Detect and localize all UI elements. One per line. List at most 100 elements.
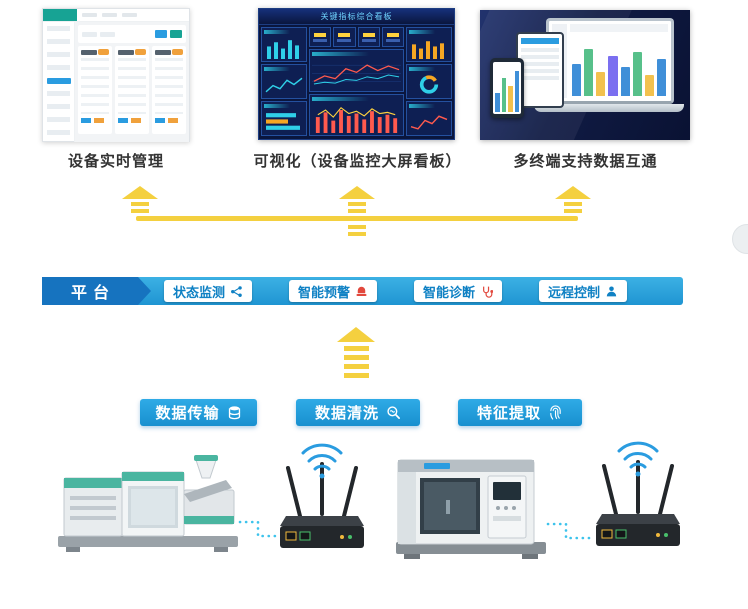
bigscreen-right-column xyxy=(406,27,452,136)
card-title-skeleton xyxy=(155,49,171,55)
value-blue xyxy=(155,118,165,123)
laptop-dashboard-header xyxy=(570,24,668,32)
value-blue xyxy=(81,118,91,123)
admin-sidebar-active-item xyxy=(47,78,71,84)
caption-bigscreen: 可视化（设备监控大屏看板） xyxy=(253,153,462,170)
production-bar-chart xyxy=(309,93,404,136)
pipeline-button-feature-extraction: 特征提取 xyxy=(458,399,582,426)
status-badge xyxy=(135,49,146,55)
pipeline-button-label: 数据清洗 xyxy=(314,405,379,422)
pipeline-button-label: 特征提取 xyxy=(476,405,541,422)
card-rows-skeleton xyxy=(155,58,183,114)
reset-button-skeleton xyxy=(170,30,182,38)
laptop-base xyxy=(534,104,684,112)
platform-strip: 状态监测 智能预警 智能诊断 远程控制 xyxy=(138,277,683,305)
laptop-dashboard-bars xyxy=(570,35,668,98)
dotted-link-left xyxy=(238,520,282,538)
platform-button-status-monitoring: 状态监测 xyxy=(164,280,253,302)
gateway-device-left xyxy=(280,462,364,548)
bar-chart-thumb xyxy=(267,40,299,59)
tablet-device xyxy=(516,32,564,108)
laptop-dashboard xyxy=(570,24,668,98)
cnc-machine xyxy=(396,459,546,559)
admin-menu-skeleton xyxy=(82,13,97,17)
bigscreen-grid xyxy=(259,25,454,138)
magnifier-wave-icon xyxy=(387,406,400,419)
bar-chart-thumb xyxy=(412,41,444,59)
admin-content xyxy=(75,22,189,142)
platform-button-label: 智能预警 xyxy=(298,284,351,300)
admin-menu-skeleton xyxy=(102,13,117,17)
screenshot-bigscreen-panel: 关键指标综合看板 xyxy=(258,8,455,140)
network-nodes-icon xyxy=(231,285,242,297)
operator-icon xyxy=(606,285,617,296)
pipeline-button-data-cleaning: 数据清洗 xyxy=(296,399,420,426)
admin-topbar xyxy=(43,9,189,22)
kpi-tile xyxy=(381,27,404,47)
wifi-icon-right xyxy=(617,441,659,477)
card-rows-skeleton xyxy=(118,58,146,114)
kpi-tile xyxy=(309,27,332,47)
database-icon xyxy=(228,406,240,420)
search-button-skeleton xyxy=(155,30,167,38)
card-rows-skeleton xyxy=(81,58,109,114)
kpi-stat-row xyxy=(309,27,404,47)
alarm-icon xyxy=(356,286,367,296)
value-blue xyxy=(118,118,128,123)
device-card xyxy=(115,46,149,134)
flow-feed-segment xyxy=(348,225,366,229)
laptop-screen xyxy=(546,18,674,104)
caption-devices: 多终端支持数据互通 xyxy=(513,153,658,170)
status-badge xyxy=(98,49,109,55)
value-orange xyxy=(94,118,104,123)
platform-label: 平台 xyxy=(42,277,138,305)
device-card xyxy=(78,46,112,134)
dotted-link-right xyxy=(546,522,596,540)
wifi-icon-left xyxy=(301,443,343,479)
bigscreen-title-bar: 关键指标综合看板 xyxy=(259,9,454,25)
mini-chart-hbars xyxy=(261,101,307,136)
bigscreen-center-column xyxy=(309,27,404,136)
platform-button-label: 状态监测 xyxy=(173,284,226,300)
mini-chart-line xyxy=(261,64,307,99)
value-orange xyxy=(168,118,178,123)
hardware-scene xyxy=(58,441,680,559)
card-title-skeleton xyxy=(118,49,134,55)
admin-body xyxy=(43,22,189,142)
pipeline-button-data-transmission: 数据传输 xyxy=(140,399,257,426)
admin-filter-bar xyxy=(78,25,186,43)
platform-button-label: 远程控制 xyxy=(548,284,601,300)
platform-button-smart-alert: 智能预警 xyxy=(289,280,378,302)
kpi-tile xyxy=(333,27,356,47)
line-chart-thumb xyxy=(410,115,448,130)
trend-line-chart xyxy=(309,49,404,92)
line-chart-thumb xyxy=(312,64,401,85)
status-badge xyxy=(172,49,183,55)
stethoscope-icon xyxy=(483,286,494,298)
donut-chart-thumb xyxy=(419,75,439,94)
screenshot-admin-panel xyxy=(42,8,190,142)
phone-device xyxy=(490,58,524,118)
kpi-tile xyxy=(357,27,380,47)
value-orange xyxy=(131,118,141,123)
flow-arrow-up-middle xyxy=(339,186,375,213)
line-chart-thumb xyxy=(265,77,303,93)
screenshot-devices-panel xyxy=(480,10,690,140)
bigscreen-title: 关键指标综合看板 xyxy=(320,12,393,21)
mini-chart-bars xyxy=(261,27,307,62)
tablet-header xyxy=(521,38,559,44)
device-card-list xyxy=(78,46,186,134)
caption-admin: 设备实时管理 xyxy=(67,153,164,170)
filter-field-skeleton xyxy=(100,31,115,37)
flow-arrow-up-right xyxy=(555,186,591,213)
admin-menu-skeleton xyxy=(122,13,137,17)
bigscreen-left-column xyxy=(261,27,307,136)
flow-arrow-up-platform xyxy=(337,327,375,378)
mini-chart-bars-orange xyxy=(406,27,452,62)
mini-chart-line-red xyxy=(406,101,452,136)
card-title-skeleton xyxy=(81,49,97,55)
flow-arrow-up-left xyxy=(122,186,158,213)
fingerprint-icon xyxy=(550,405,561,420)
admin-logo xyxy=(43,9,77,21)
